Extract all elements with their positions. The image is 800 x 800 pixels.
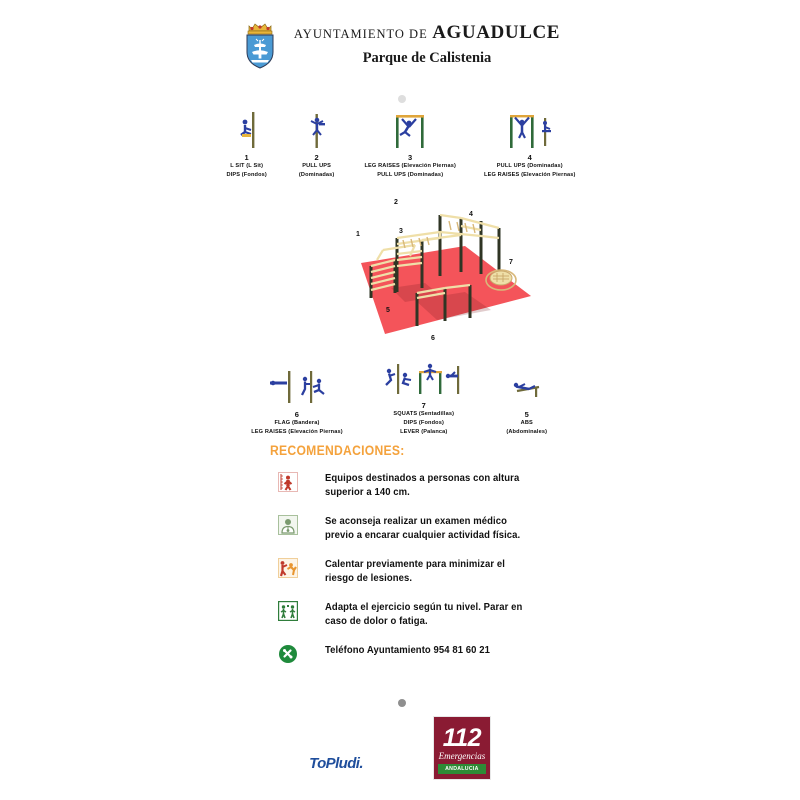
exercise-label-line-2: DIPS (Fondos) <box>403 420 444 426</box>
exercise-label-line-2: (Dominadas) <box>298 172 335 178</box>
pictogram-group <box>381 356 467 398</box>
header-text-block: AYUNTAMIENTO DE AGUADULCE Parque de Cali… <box>294 22 560 67</box>
exercise-label-line-2: DIPS (Fondos) <box>226 172 267 178</box>
exercise-label-line-2: (Abdominales) <box>506 429 548 435</box>
exercise-label-line-1: ABS <box>520 420 533 426</box>
exercise-item-5: 5 ABS (Abdominales) <box>505 365 549 437</box>
exercise-label-line-1: FLAG (Bandera) <box>274 420 320 426</box>
callout-2: 2 <box>394 199 398 206</box>
callout-6: 6 <box>431 335 435 342</box>
exercise-label-line-1: L SIT (L Sit) <box>230 163 264 169</box>
exercise-label-line-1: SQUATS (Sentadillas) <box>393 411 455 417</box>
exercise-item-1: 1 L SIT (L Sit) DIPS (Fondos) <box>226 108 267 180</box>
medical-exam-icon <box>278 515 298 535</box>
exercise-item-3: 3 LEG RAISES (Elevación Piernas) PULL UP… <box>364 108 456 180</box>
pictogram-group <box>504 108 556 150</box>
leg-raises-pictogram <box>396 115 425 148</box>
recommendation-text: Teléfono Ayuntamiento 954 81 60 21 <box>325 645 490 656</box>
exercise-number: 7 <box>421 401 426 410</box>
divider-dot-top <box>398 95 406 103</box>
title-main: AGUADULCE <box>432 21 561 43</box>
callout-1: 1 <box>356 231 360 238</box>
park-isometric-svg: 1 2 3 4 5 6 7 <box>356 199 531 342</box>
pictogram-group <box>266 365 328 407</box>
calisthenics-park-diagram: 1 2 3 4 5 6 7 <box>265 188 545 350</box>
callout-3: 3 <box>399 228 403 235</box>
pictogram-group <box>388 108 432 150</box>
municipality-title: AYUNTAMIENTO DE AGUADULCE <box>294 22 560 44</box>
exercise-label-line-1: PULL UPS (Dominadas) <box>496 163 563 169</box>
recommendation-text: Calentar previamente para minimizar el r… <box>325 559 505 584</box>
exercise-label-line-2: LEG RAISES (Elevación Piernas) <box>484 172 576 178</box>
emergency-number: 112 <box>442 724 482 752</box>
height-limit-icon <box>278 472 298 492</box>
adapt-level-icon <box>277 600 299 622</box>
pull-ups-bar-pictogram <box>509 115 551 148</box>
flag-pictogram <box>269 371 325 403</box>
recommendation-item: Teléfono Ayuntamiento 954 81 60 21 <box>278 644 548 664</box>
aguadulce-coat-of-arms-icon <box>240 18 280 70</box>
header: AYUNTAMIENTO DE AGUADULCE Parque de Cali… <box>0 18 800 70</box>
exercise-number: 1 <box>244 153 249 162</box>
exercise-label-line-2: PULL UPS (Dominadas) <box>377 172 444 178</box>
recommendation-item: Equipos destinados a personas con altura… <box>278 472 548 499</box>
exercise-number: 3 <box>408 153 413 162</box>
exercise-label-line-1: PULL UPS <box>302 163 332 169</box>
exercise-label-line-1: LEG RAISES (Elevación Piernas) <box>364 163 456 169</box>
exercise-label-line-3: LEVER (Palanca) <box>400 429 448 435</box>
exercise-item-2: 2 PULL UPS (Dominadas) <box>299 108 335 180</box>
recommendation-item: Adapta el ejercicio según tu nivel. Para… <box>277 600 548 628</box>
page-subtitle: Parque de Calistenia <box>362 49 492 66</box>
emergency-112-logo: 112 Emergencias ANDALUCIA <box>432 716 491 780</box>
recommendation-item: Calentar previamente para minimizar el r… <box>278 558 548 585</box>
exercise-number: 2 <box>314 153 319 162</box>
divider-dot-bottom <box>398 699 406 707</box>
exercise-item-6: 6 FLAG (Bandera) LEG RAISES (Elevación P… <box>251 365 343 437</box>
footer: ToPludi. 112 Emergencias ANDALUCIA <box>0 716 800 780</box>
exercise-item-4: 4 PULL UPS (Dominadas) LEG RAISES (Eleva… <box>484 108 576 180</box>
abs-pictogram <box>513 382 539 397</box>
pictogram-group <box>505 365 549 407</box>
exercise-row-bottom: 6 FLAG (Bandera) LEG RAISES (Elevación P… <box>0 356 800 437</box>
title-prefix: AYUNTAMIENTO DE <box>293 26 428 41</box>
exercise-row-top: 1 L SIT (L Sit) DIPS (Fondos) 2 PULL UPS… <box>0 108 800 180</box>
l-sit-pictogram <box>239 112 255 148</box>
recommendations-list: Equipos destinados a personas con altura… <box>277 472 548 680</box>
recommendation-text: Adapta el ejercicio según tu nivel. Para… <box>325 602 523 627</box>
recommendation-text: Equipos destinados a personas con altura… <box>325 473 520 498</box>
pictogram-group <box>230 108 264 150</box>
warm-up-icon <box>278 558 298 578</box>
emergency-region: ANDALUCIA <box>437 764 486 774</box>
emergency-caption: Emergencias <box>438 751 486 761</box>
recommendations-title: RECOMENDACIONES: <box>270 443 405 458</box>
toplu-brand-logo: ToPludi. <box>309 754 363 772</box>
pull-ups-pictogram <box>310 114 325 148</box>
exercise-number: 6 <box>294 410 300 419</box>
exercise-label-line-2: LEG RAISES (Elevación Piernas) <box>251 429 343 435</box>
exercise-number: 5 <box>524 410 529 419</box>
exercise-number: 4 <box>527 153 532 162</box>
exercise-item-7: 7 SQUATS (Sentadillas) DIPS (Fondos) LEV… <box>381 356 467 437</box>
maintenance-phone-icon <box>278 644 298 664</box>
squats-dips-lever-pictogram <box>384 363 459 394</box>
callout-4: 4 <box>469 211 473 218</box>
recommendation-text: Se aconseja realizar un examen médico pr… <box>325 516 521 541</box>
callout-5: 5 <box>386 307 390 314</box>
callout-7: 7 <box>509 259 513 266</box>
pictogram-group <box>302 108 332 150</box>
recommendation-item: Se aconseja realizar un examen médico pr… <box>278 515 548 542</box>
